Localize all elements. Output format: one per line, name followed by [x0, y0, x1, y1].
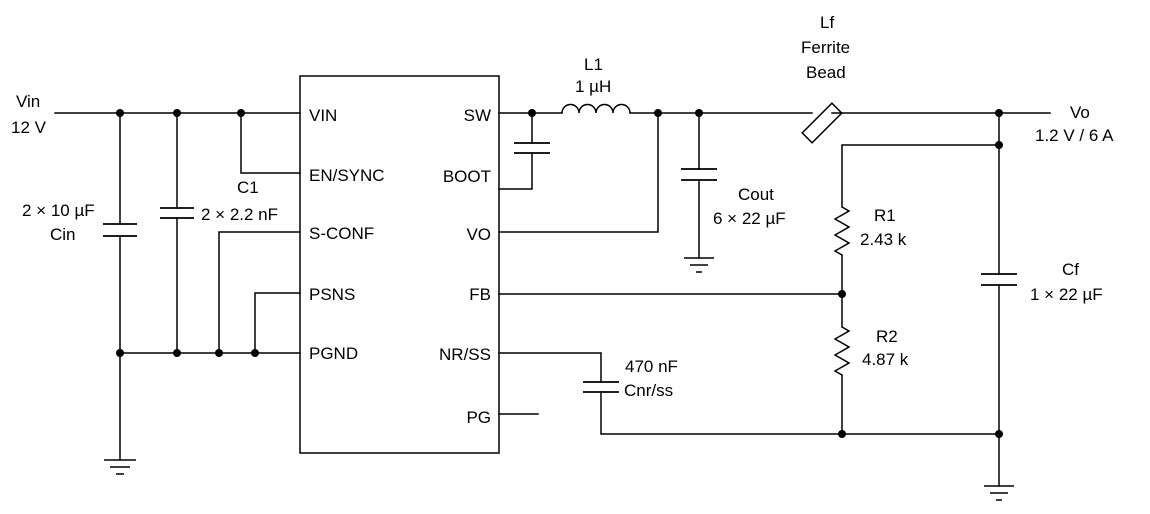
r2-label: R2: [876, 327, 898, 346]
junction-dot: [215, 349, 223, 357]
cin-value: 2 × 10 µF: [22, 201, 95, 220]
ic-package: VIN EN/SYNC S-CONF PSNS PGND SW BOOT VO …: [299, 75, 500, 454]
pin-pgnd-label: PGND: [309, 344, 358, 363]
r1-value: 2.43 k: [860, 230, 907, 249]
r1-resistor: [833, 206, 851, 256]
lf-label: Lf: [820, 13, 834, 32]
pin-nr-ss-label: NR/SS: [439, 345, 491, 364]
junction-dot: [237, 109, 245, 117]
vo-value: 1.2 V / 6 A: [1035, 126, 1114, 145]
pin-vin-label: VIN: [309, 106, 337, 125]
junction-dot: [116, 109, 124, 117]
output-network: L1 1 µH Lf Ferrite Bead Vo 1.2 V / 6 A C…: [498, 13, 1114, 501]
cf-capacitor: [981, 273, 1017, 286]
input-network: Vin 12 V 2 × 10 µF Cin C1 2 × 2.2 nF: [11, 92, 301, 475]
pin-psns-label: PSNS: [309, 285, 355, 304]
pin-pg-label: PG: [466, 408, 491, 427]
pin-s-conf-label: S-CONF: [309, 224, 374, 243]
cnr-label: Cnr/ss: [624, 381, 673, 400]
pin-fb-label: FB: [469, 285, 491, 304]
c1-value: 2 × 2.2 nF: [201, 205, 278, 224]
l1-inductor: [561, 103, 631, 114]
boot-cap-wire: [498, 112, 533, 190]
cf-value: 1 × 22 µF: [1030, 285, 1103, 304]
en-sync-wire: [240, 112, 301, 174]
psns-wire: [254, 292, 301, 354]
lf-line3: Bead: [806, 63, 846, 82]
junction-dot: [838, 430, 846, 438]
junction-dot: [251, 349, 259, 357]
vo-sense-wire: [498, 112, 659, 233]
l1-label: L1: [584, 55, 603, 74]
pin-boot-label: BOOT: [443, 167, 491, 186]
pin-sw-label: SW: [464, 106, 491, 125]
junction-dot: [116, 349, 124, 357]
nr-ss-wire: [498, 352, 1000, 435]
vin-label: Vin: [16, 92, 40, 111]
c1-label: C1: [237, 178, 259, 197]
cnr-ss-capacitor: [583, 381, 619, 393]
pin-en-sync-label: EN/SYNC: [309, 166, 385, 185]
junction-dot: [995, 109, 1003, 117]
c1-capacitor: [160, 207, 194, 219]
cout-capacitor: [681, 168, 717, 181]
cnr-value: 470 nF: [625, 357, 678, 376]
r2-value: 4.87 k: [862, 350, 909, 369]
lf-line2: Ferrite: [801, 38, 850, 57]
junction-dot: [654, 109, 662, 117]
divider-top-wire: [841, 144, 1000, 208]
r1-label: R1: [874, 206, 896, 225]
boot-capacitor: [514, 142, 550, 154]
cin-capacitor: [103, 223, 137, 237]
junction-dot: [695, 109, 703, 117]
junction-dot: [995, 430, 1003, 438]
junction-dot: [995, 141, 1003, 149]
s-conf-wire: [218, 231, 301, 354]
pin-vo-label: VO: [466, 225, 491, 244]
junction-dot: [173, 349, 181, 357]
r2-resistor: [833, 326, 851, 376]
ferrite-bead-icon: [801, 102, 843, 144]
cout-label: Cout: [738, 185, 774, 204]
vo-label: Vo: [1070, 103, 1090, 122]
output-ground-icon: [984, 485, 1014, 501]
cout-value: 6 × 22 µF: [713, 209, 786, 228]
vin-value: 12 V: [11, 118, 47, 137]
l1-value: 1 µH: [575, 77, 611, 96]
ic-body: [299, 75, 500, 454]
cin-ground-icon: [104, 459, 136, 475]
junction-dot: [838, 290, 846, 298]
junction-dot: [173, 109, 181, 117]
cout-ground-icon: [684, 257, 714, 273]
cin-label: Cin: [50, 225, 76, 244]
junction-dot: [528, 109, 536, 117]
cf-label: Cf: [1062, 260, 1079, 279]
